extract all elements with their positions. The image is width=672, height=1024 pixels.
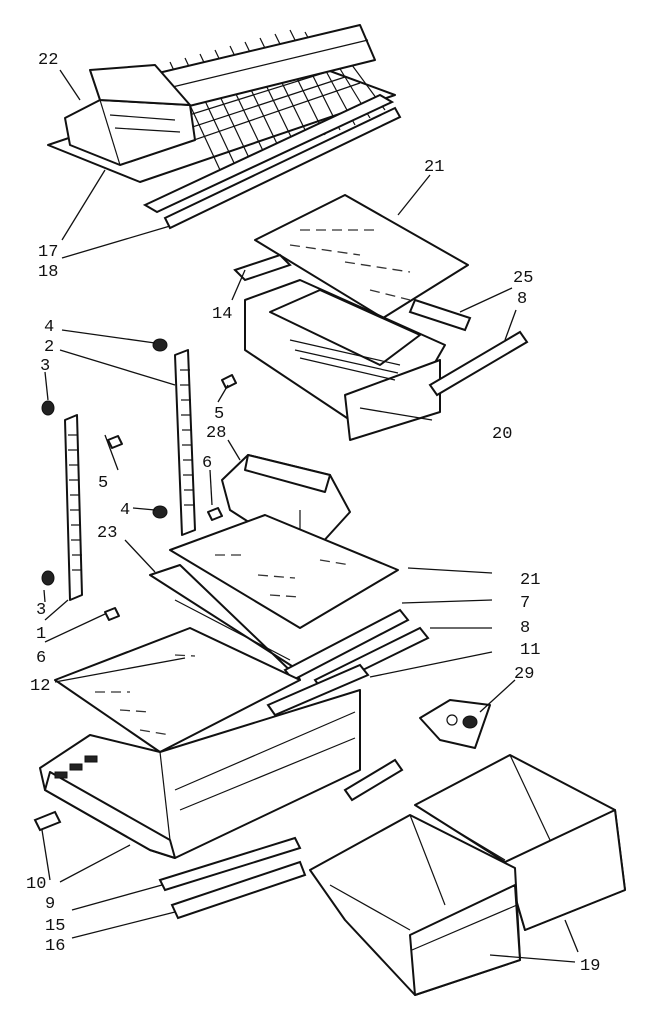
label-19: 19	[580, 957, 600, 976]
label-25: 25	[513, 269, 533, 288]
label-15: 15	[45, 917, 65, 936]
label-17: 17	[38, 243, 58, 262]
label-8-top: 8	[517, 290, 527, 309]
label-21-middle: 21	[520, 571, 540, 590]
label-16: 16	[45, 937, 65, 956]
label-1: 1	[36, 625, 46, 644]
label-10: 10	[26, 875, 46, 894]
label-9: 9	[45, 895, 55, 914]
glass-shelf-12	[54, 627, 301, 753]
rail-15	[158, 836, 302, 892]
label-12: 12	[30, 677, 50, 696]
vertical-bracket-1	[64, 414, 83, 601]
label-3-bottom: 3	[36, 601, 46, 620]
shelf-rails-17-18	[142, 93, 402, 230]
label-20: 20	[492, 425, 512, 444]
crisper-cover-frame-9	[39, 689, 361, 859]
label-23: 23	[97, 524, 117, 543]
crisper-drawer-20	[244, 279, 446, 441]
fasteners	[41, 338, 237, 621]
label-3-top: 3	[40, 357, 50, 376]
label-7: 7	[520, 594, 530, 613]
label-2: 2	[44, 338, 54, 357]
label-18: 18	[38, 263, 58, 282]
shelf-bin-22	[64, 64, 196, 166]
label-21-top: 21	[424, 158, 444, 177]
rail-10	[33, 810, 62, 832]
crisper-drawer-19-back	[414, 754, 626, 931]
shelf-frame-25	[233, 253, 472, 332]
label-4-bottom: 4	[120, 501, 130, 520]
label-28: 28	[206, 424, 226, 443]
label-6-bottom: 6	[36, 649, 46, 668]
leader-lines	[41, 69, 579, 963]
door-bin-28	[221, 454, 351, 556]
label-14: 14	[212, 305, 232, 324]
label-11: 11	[520, 641, 540, 660]
label-22: 22	[38, 51, 58, 70]
rail-16	[170, 860, 307, 920]
label-5-right: 5	[214, 405, 224, 424]
glass-shelf-21-top	[254, 194, 469, 319]
label-29: 29	[514, 665, 534, 684]
long-rail	[343, 758, 404, 802]
label-8-middle: 8	[520, 619, 530, 638]
rail-8-top	[428, 330, 529, 397]
bracket-29	[419, 699, 491, 749]
vertical-bracket-2	[174, 349, 196, 536]
callout-labels: 22 17 18 21 25 8 14 4 2 3 5 28 20 5 6 4 …	[26, 51, 600, 976]
label-4-top: 4	[44, 318, 54, 337]
rail-11	[266, 663, 370, 717]
glass-shelf-21-middle	[169, 514, 399, 629]
crisper-drawer-19-front	[309, 814, 521, 996]
label-6-top: 6	[202, 454, 212, 473]
label-5-left: 5	[98, 474, 108, 493]
